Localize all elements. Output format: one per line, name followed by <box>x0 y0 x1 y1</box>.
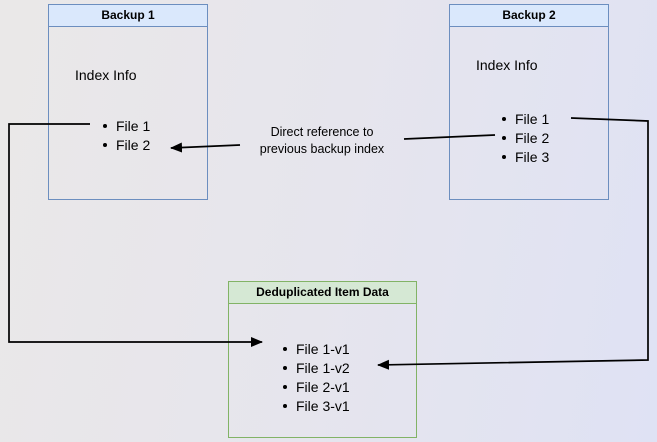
file-label: File 1-v1 <box>296 340 350 357</box>
bullet-icon <box>502 154 506 159</box>
backup2-title: Backup 2 <box>450 5 608 27</box>
list-item: File 1 <box>103 116 150 135</box>
list-item: File 3 <box>502 147 549 166</box>
file-label: File 1 <box>116 117 151 134</box>
backup1-file-list: File 1 File 2 <box>103 116 150 154</box>
list-item: File 2-v1 <box>283 377 350 396</box>
file-label: File 1 <box>515 110 550 127</box>
list-item: File 3-v1 <box>283 396 350 415</box>
file-label: File 3 <box>515 148 550 165</box>
backup2-file-list: File 1 File 2 File 3 <box>502 109 549 166</box>
direct-reference-label: Direct reference to previous backup inde… <box>232 124 412 158</box>
bullet-icon <box>103 123 107 128</box>
file-label: File 2 <box>116 136 151 153</box>
bullet-icon <box>502 135 506 140</box>
list-item: File 1-v1 <box>283 339 350 358</box>
direct-reference-label-line2: previous backup index <box>259 142 385 156</box>
file-label: File 2 <box>515 129 550 146</box>
backup1-index-info-label: Index Info <box>75 67 137 83</box>
backup1-title: Backup 1 <box>49 5 207 27</box>
dedup-file-list: File 1-v1 File 1-v2 File 2-v1 File 3-v1 <box>283 339 350 415</box>
backup1-box: Backup 1 Index Info File 1 File 2 <box>48 4 208 200</box>
deduplicated-item-data-box: Deduplicated Item Data File 1-v1 File 1-… <box>228 281 417 438</box>
backup2-index-info-label: Index Info <box>476 57 538 73</box>
list-item: File 1 <box>502 109 549 128</box>
bullet-icon <box>502 116 506 121</box>
bullet-icon <box>283 346 287 351</box>
bullet-icon <box>283 384 287 389</box>
list-item: File 2 <box>502 128 549 147</box>
file-label: File 1-v2 <box>296 359 350 376</box>
bullet-icon <box>283 365 287 370</box>
direct-reference-label-line1: Direct reference to <box>270 125 374 139</box>
file-label: File 3-v1 <box>296 397 350 414</box>
dedup-title: Deduplicated Item Data <box>229 282 416 304</box>
bullet-icon <box>283 403 287 408</box>
list-item: File 1-v2 <box>283 358 350 377</box>
file-label: File 2-v1 <box>296 378 350 395</box>
list-item: File 2 <box>103 135 150 154</box>
backup2-box: Backup 2 Index Info File 1 File 2 File 3 <box>449 4 609 200</box>
bullet-icon <box>103 142 107 147</box>
